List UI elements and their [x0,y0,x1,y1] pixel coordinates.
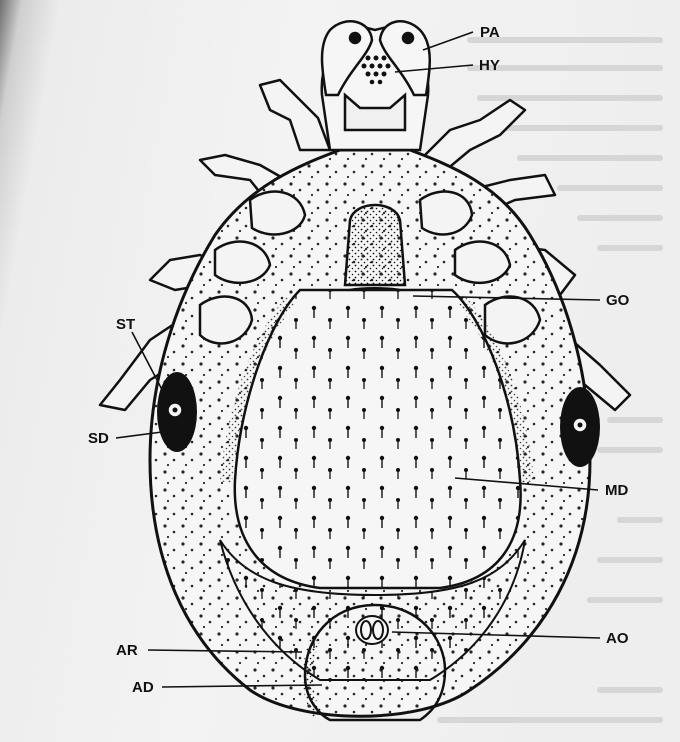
anal-operculum [356,616,388,644]
label-ao: AO [606,630,629,647]
label-st: ST [116,316,135,333]
label-md: MD [605,482,628,499]
label-ar: AR [116,642,138,659]
label-go: GO [606,292,630,309]
label-pa: PA [480,24,500,41]
left-leg-1 [260,80,330,150]
genital-shield [345,205,405,285]
label-sd: SD [88,430,109,447]
spiracle-left [157,372,197,452]
spiracle-right [560,387,600,467]
label-ad: AD [132,679,154,696]
label-hy: HY [479,57,500,74]
